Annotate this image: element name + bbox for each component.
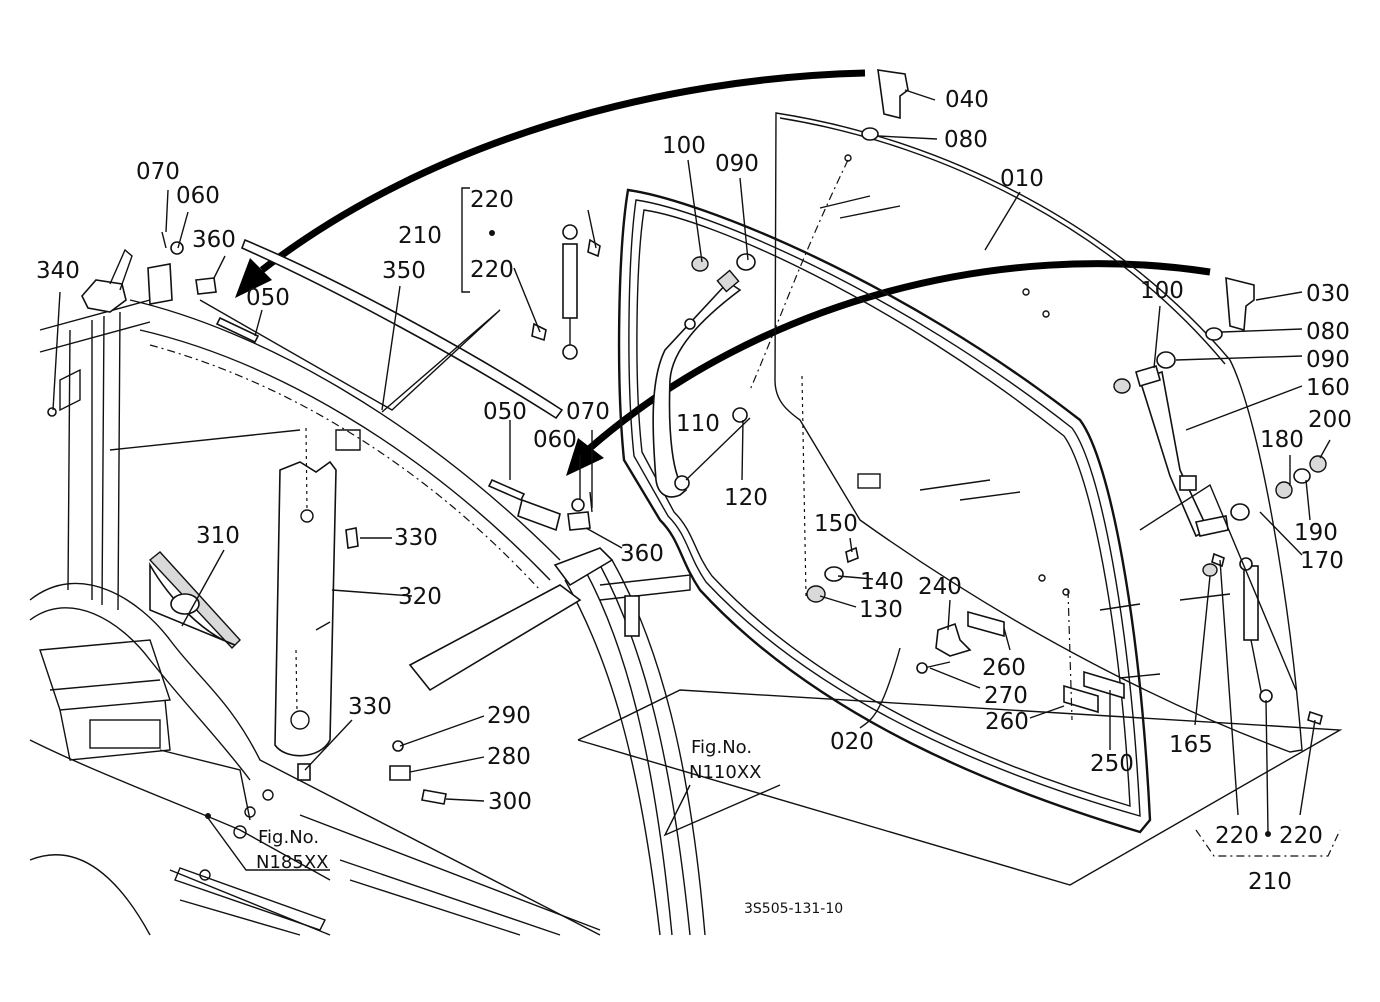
cover-plate-310 xyxy=(148,551,241,650)
fig-ref-a-code: N110XX xyxy=(689,762,761,783)
pillar-cover-320 xyxy=(274,429,361,781)
label-320: 320 xyxy=(398,584,442,610)
label-210-top: 210 xyxy=(398,223,442,249)
label-220-mid: 220 xyxy=(470,257,514,283)
cab-frame xyxy=(29,248,706,936)
label-165: 165 xyxy=(1169,732,1213,758)
label-160: 160 xyxy=(1306,375,1350,401)
label-020: 020 xyxy=(830,729,874,755)
hardware xyxy=(47,69,1327,805)
label-190: 190 xyxy=(1294,520,1338,546)
label-300: 300 xyxy=(488,789,532,815)
handle-160 xyxy=(1135,365,1229,538)
fig-ref-b-title: Fig.No. xyxy=(258,827,319,848)
label-360-mid: 360 xyxy=(620,541,664,567)
label-220-bottom-left: 220 xyxy=(1215,823,1259,849)
label-080-top: 080 xyxy=(944,127,988,153)
label-340: 340 xyxy=(36,258,80,284)
label-260-top: 260 xyxy=(982,655,1026,681)
label-070-mid: 070 xyxy=(566,399,610,425)
label-280: 280 xyxy=(487,744,531,770)
label-090-right: 090 xyxy=(1306,347,1350,373)
label-080-right: 080 xyxy=(1306,319,1350,345)
label-270: 270 xyxy=(984,683,1028,709)
label-040: 040 xyxy=(945,87,989,113)
part-labels: 040 080 010 100 090 220 210 220 070 060 … xyxy=(36,87,1352,895)
handle-110 xyxy=(652,269,742,498)
label-090-left: 090 xyxy=(715,151,759,177)
label-210-bottom: 210 xyxy=(1248,869,1292,895)
leader-lines xyxy=(52,89,1343,886)
label-140: 140 xyxy=(860,569,904,595)
label-350: 350 xyxy=(382,258,426,284)
label-260-bottom: 260 xyxy=(985,709,1029,735)
figure-references: Fig.No. N110XX Fig.No. N185XX 3S505-131-… xyxy=(256,737,843,917)
label-110: 110 xyxy=(676,411,720,437)
fig-ref-b-code: N185XX xyxy=(256,852,328,873)
label-130: 130 xyxy=(859,597,903,623)
label-220-bottom-right: 220 xyxy=(1279,823,1323,849)
label-330-top: 330 xyxy=(394,525,438,551)
label-050-left: 050 xyxy=(246,285,290,311)
label-290: 290 xyxy=(487,703,531,729)
label-220-top: 220 xyxy=(470,187,514,213)
seal-020 xyxy=(617,188,1152,834)
label-180: 180 xyxy=(1260,427,1304,453)
strut-group-brackets xyxy=(205,187,1341,857)
label-060-left: 060 xyxy=(176,183,220,209)
label-100-right: 100 xyxy=(1140,278,1184,304)
label-070-left: 070 xyxy=(136,159,180,185)
label-060-mid: 060 xyxy=(533,427,577,453)
label-050-mid: 050 xyxy=(483,399,527,425)
label-150: 150 xyxy=(814,511,858,537)
label-030: 030 xyxy=(1306,281,1350,307)
label-360-left: 360 xyxy=(192,227,236,253)
rear-glass-010 xyxy=(774,112,1303,753)
label-170: 170 xyxy=(1300,548,1344,574)
label-100-left: 100 xyxy=(662,133,706,159)
label-250: 250 xyxy=(1090,751,1134,777)
label-010: 010 xyxy=(1000,166,1044,192)
drawing-code: 3S505-131-10 xyxy=(744,901,843,917)
weather-strip-350 xyxy=(240,238,564,420)
label-200: 200 xyxy=(1308,407,1352,433)
center-lines xyxy=(109,159,1073,721)
fig-ref-a-title: Fig.No. xyxy=(691,737,752,758)
label-120: 120 xyxy=(724,485,768,511)
label-330-bottom: 330 xyxy=(348,694,392,720)
label-240: 240 xyxy=(918,574,962,600)
label-310: 310 xyxy=(196,523,240,549)
